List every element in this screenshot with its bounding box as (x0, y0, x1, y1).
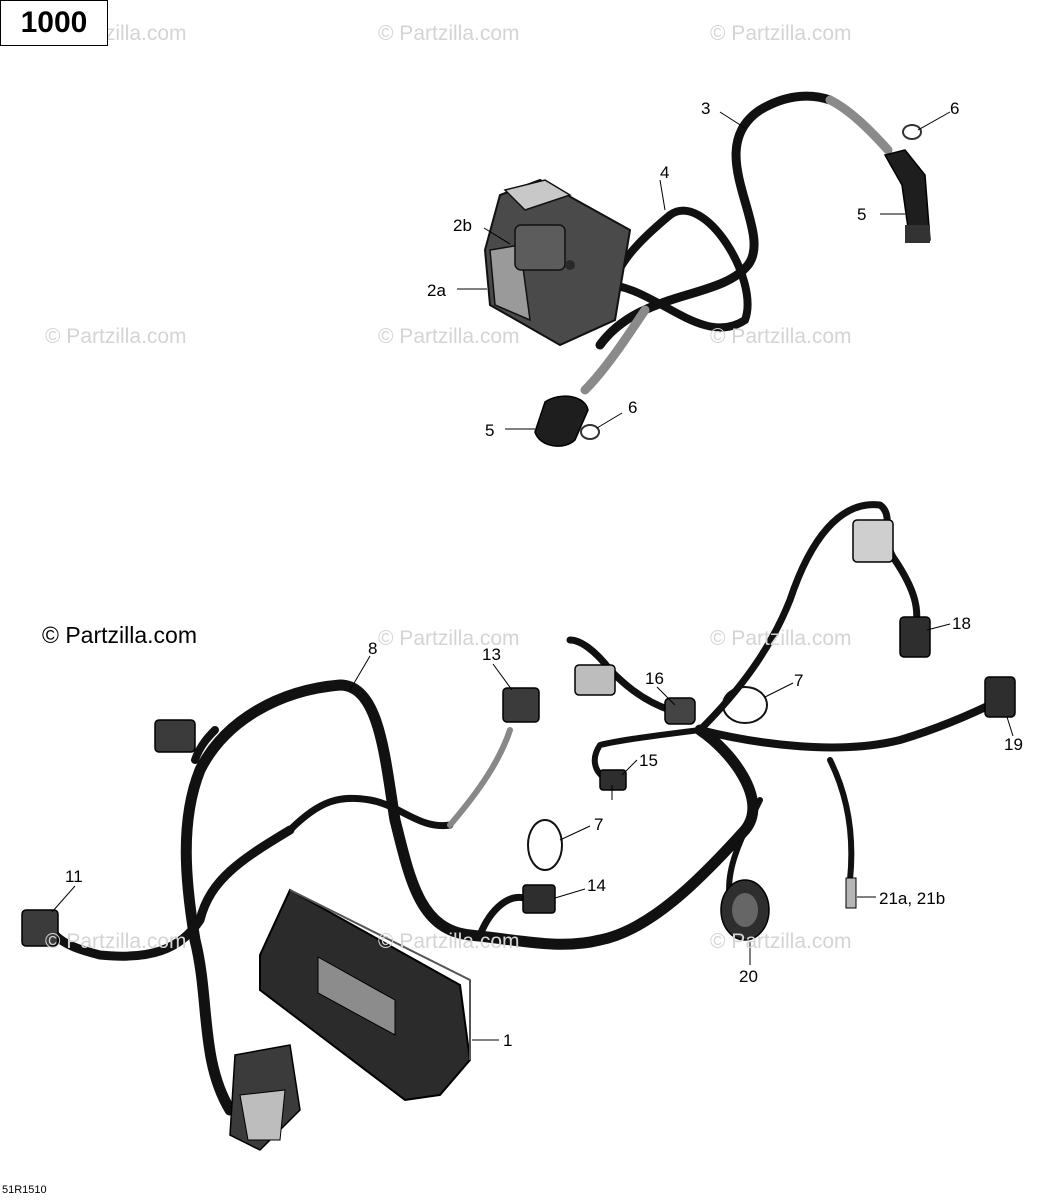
tie-wrap-upper (722, 686, 768, 724)
callout-18[interactable]: 18 (952, 614, 971, 633)
connector-11 (21, 909, 59, 947)
watermark: © Partzilla.com (710, 22, 852, 45)
callout-2a[interactable]: 2a (427, 281, 446, 300)
tie-wrap-lower (527, 819, 563, 871)
callout-6-lower[interactable]: 6 (628, 398, 638, 417)
callout-11[interactable]: 11 (65, 867, 83, 886)
sensor-lead-13 (447, 727, 513, 828)
watermark: © Partzilla.com (45, 325, 187, 348)
connector-upper-left (154, 719, 196, 753)
connector-16 (664, 697, 696, 725)
ecm-connector (229, 1044, 301, 1151)
callout-1[interactable]: 1 (503, 1031, 513, 1050)
callout-14[interactable]: 14 (587, 876, 606, 895)
callout-5-upper[interactable]: 5 (857, 205, 867, 224)
callout-7-lower[interactable]: 7 (594, 815, 604, 834)
callout-13[interactable]: 13 (482, 645, 501, 664)
spark-plug-boot-upper (883, 149, 931, 243)
callout-19[interactable]: 19 (1004, 735, 1023, 754)
clamp-upper (902, 124, 922, 140)
watermark: © Partzilla.com (378, 627, 520, 650)
callout-20[interactable]: 20 (739, 967, 758, 986)
callout-16[interactable]: 16 (645, 669, 664, 688)
callout-7-upper[interactable]: 7 (794, 671, 804, 690)
connector-14 (522, 884, 556, 914)
reference-code: 51R1510 (2, 1184, 47, 1196)
watermark: © Partzilla.com (710, 930, 852, 953)
model-label: 1000 (0, 0, 108, 46)
watermark: © Partzilla.com (378, 930, 520, 953)
coil-lead-lower-4 (596, 206, 752, 332)
terminal-21 (845, 877, 857, 909)
watermark: © Partzilla.com (710, 627, 852, 650)
callout-5-lower[interactable]: 5 (485, 421, 495, 440)
callout-6-upper[interactable]: 6 (950, 99, 960, 118)
watermark: © Partzilla.com (710, 325, 852, 348)
callout-3[interactable]: 3 (701, 99, 711, 118)
connector-570 (574, 664, 616, 696)
watermark: © Partzilla.com (45, 930, 187, 953)
callout-15[interactable]: 15 (639, 751, 658, 770)
copyright-notice: © Partzilla.com (42, 622, 197, 648)
leader-lines (51, 111, 1014, 1041)
main-wiring-harness (50, 501, 1004, 1116)
connector-19 (984, 676, 1016, 718)
sensor-15 (599, 769, 627, 791)
connector-20 (720, 879, 770, 941)
callout-21[interactable]: 21a, 21b (879, 889, 946, 908)
ignition-coil (483, 178, 632, 347)
connector-upper-right (852, 519, 894, 563)
callout-8[interactable]: 8 (368, 639, 378, 658)
connector-13 (502, 687, 540, 723)
callout-2b[interactable]: 2b (453, 216, 472, 235)
watermark: © Partzilla.com (378, 22, 520, 45)
connector-18 (899, 616, 931, 658)
spark-plug-boot-lower (534, 395, 589, 447)
ecm-module (259, 888, 472, 1102)
coil-lead-upper-3 (595, 91, 835, 350)
callout-4[interactable]: 4 (660, 163, 670, 182)
watermark: © Partzilla.com (378, 325, 520, 348)
clamp-lower (580, 424, 600, 440)
